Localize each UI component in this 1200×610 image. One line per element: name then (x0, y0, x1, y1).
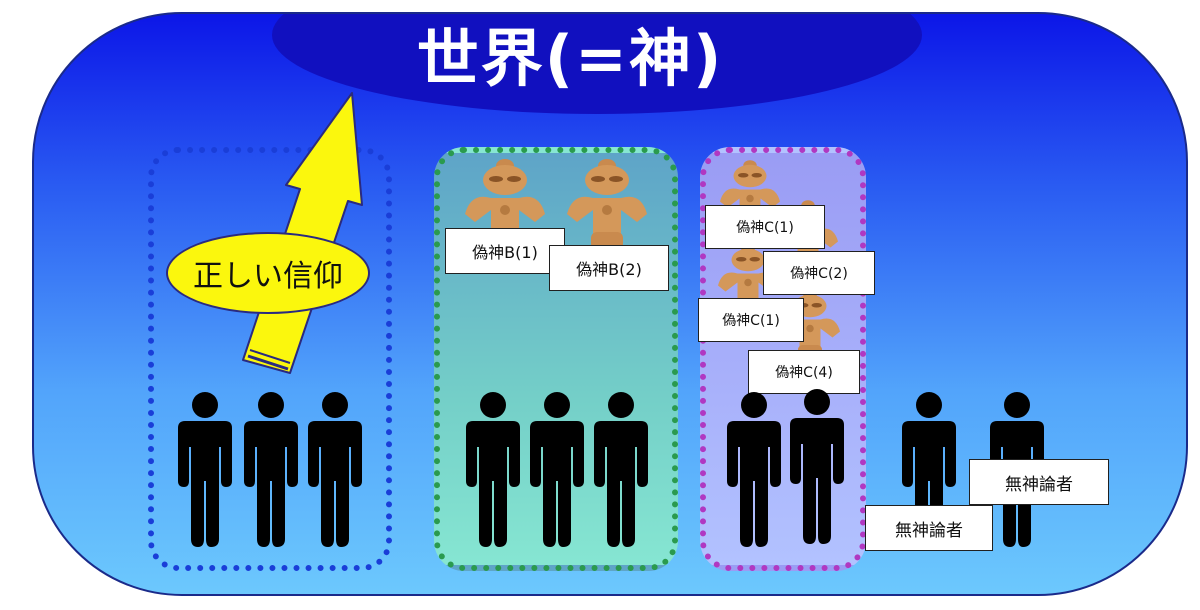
person-icon (530, 392, 584, 547)
person-icon (178, 392, 232, 547)
person-icon (727, 392, 781, 547)
true-faith-group (148, 147, 392, 571)
atheist-label: 無神論者 (969, 459, 1109, 505)
right-faith-label: 正しい信仰 (166, 232, 370, 314)
false-god-b-label: 偽神B(2) (549, 245, 669, 291)
person-icon (466, 392, 520, 547)
false-god-c-label: 偽神C(2) (763, 251, 875, 295)
false-god-c-label: 偽神C(1) (705, 205, 825, 249)
false-god-c-label: 偽神C(4) (748, 350, 860, 394)
false-god-c-label: 偽神C(1) (698, 298, 804, 342)
person-icon (790, 389, 844, 544)
person-icon (308, 392, 362, 547)
atheist-label: 無神論者 (865, 505, 993, 551)
diagram-title: 世界(=神) (416, 22, 724, 95)
person-icon (244, 392, 298, 547)
person-icon (594, 392, 648, 547)
false-god-b-label: 偽神B(1) (445, 228, 565, 274)
